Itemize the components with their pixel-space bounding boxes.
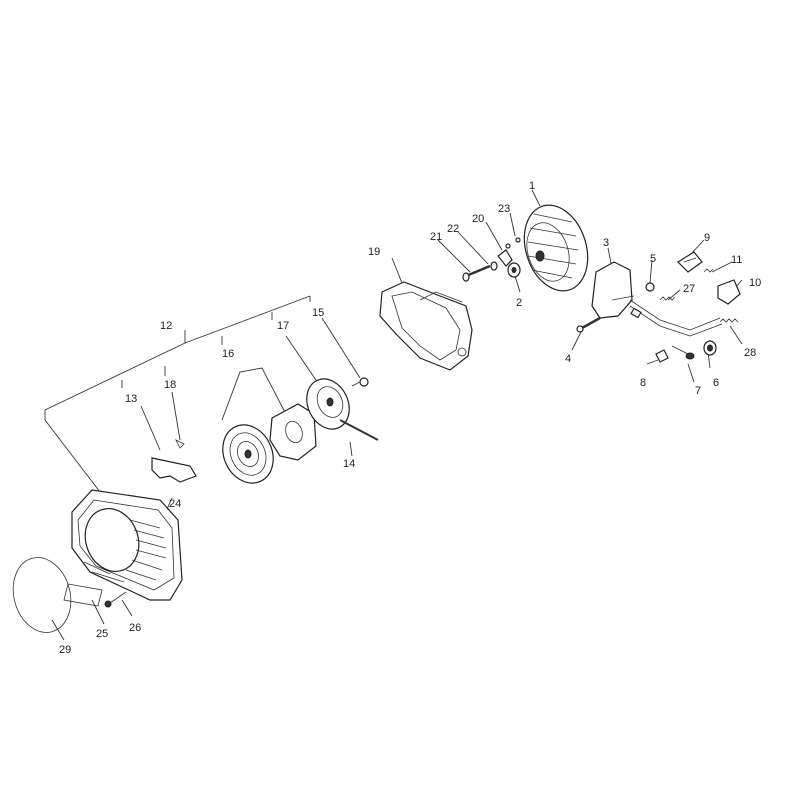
callout-7: 7: [695, 385, 701, 397]
leader-lines: [44, 189, 743, 641]
callout-3: 3: [603, 237, 609, 249]
part-21-bolt: [462, 264, 491, 282]
callout-20: 20: [472, 213, 484, 225]
part-22-washer: [490, 261, 498, 271]
part-14-rope: [339, 419, 379, 441]
callout-14: 14: [343, 458, 355, 470]
part-11-spring: [703, 268, 714, 273]
part-15-screw: [351, 377, 369, 387]
part-5-washer: [645, 282, 655, 292]
part-18-clip: [175, 439, 185, 449]
callout-6: 6: [713, 377, 719, 389]
part-19-fan-cover: [379, 281, 473, 371]
callouts: 1 2 3 4 5 6 7 8 9 10 11 12 13 14 15 16 1…: [59, 180, 761, 656]
part-16-spring-case: [269, 403, 317, 461]
callout-8: 8: [640, 377, 646, 389]
callout-28: 28: [744, 347, 756, 359]
part-23-spring: [505, 237, 521, 249]
callout-10: 10: [749, 277, 761, 289]
callout-12: 12: [160, 320, 172, 332]
callout-29: 29: [59, 644, 71, 656]
part-12-starter-housing: [71, 489, 183, 601]
callout-22: 22: [447, 223, 459, 235]
callout-13: 13: [125, 393, 137, 405]
callout-15: 15: [312, 307, 324, 319]
part-25-label: [63, 583, 103, 607]
part-27-spring: [659, 296, 676, 301]
callout-16: 16: [222, 348, 234, 360]
callout-18: 18: [164, 379, 176, 391]
callout-27: 27: [683, 283, 695, 295]
part-2-nut: [507, 262, 521, 278]
callout-11: 11: [731, 254, 742, 266]
callout-4: 4: [565, 353, 571, 365]
callout-2: 2: [516, 297, 522, 309]
part-7-terminal: [671, 345, 695, 360]
part-28-spring: [719, 318, 739, 323]
callout-9: 9: [704, 232, 710, 244]
part-17-pulley: [306, 378, 350, 430]
part-29-window: [12, 557, 72, 633]
callout-24: 24: [169, 498, 181, 510]
part-8-cap: [655, 349, 669, 363]
callout-25: 25: [96, 628, 108, 640]
callout-23: 23: [498, 203, 510, 215]
part-10-plug-cap: [717, 279, 741, 305]
part-4-bolt: [576, 316, 601, 333]
callout-17: 17: [277, 320, 289, 332]
callout-19: 19: [368, 246, 380, 258]
callout-21: 21: [430, 231, 442, 243]
callout-1: 1: [529, 180, 535, 192]
part-20-lever: [497, 249, 513, 267]
part-1-flywheel: [523, 204, 589, 292]
part-9-connector: [677, 251, 703, 273]
callout-26: 26: [129, 622, 141, 634]
part-13-handle: [151, 457, 197, 483]
part-16-spring: [222, 424, 274, 484]
part-26-screw: [104, 591, 127, 608]
parts: [12, 204, 741, 633]
callout-5: 5: [650, 253, 656, 265]
part-6-nut: [703, 340, 717, 356]
part-3-ignition-coil: [591, 261, 723, 337]
